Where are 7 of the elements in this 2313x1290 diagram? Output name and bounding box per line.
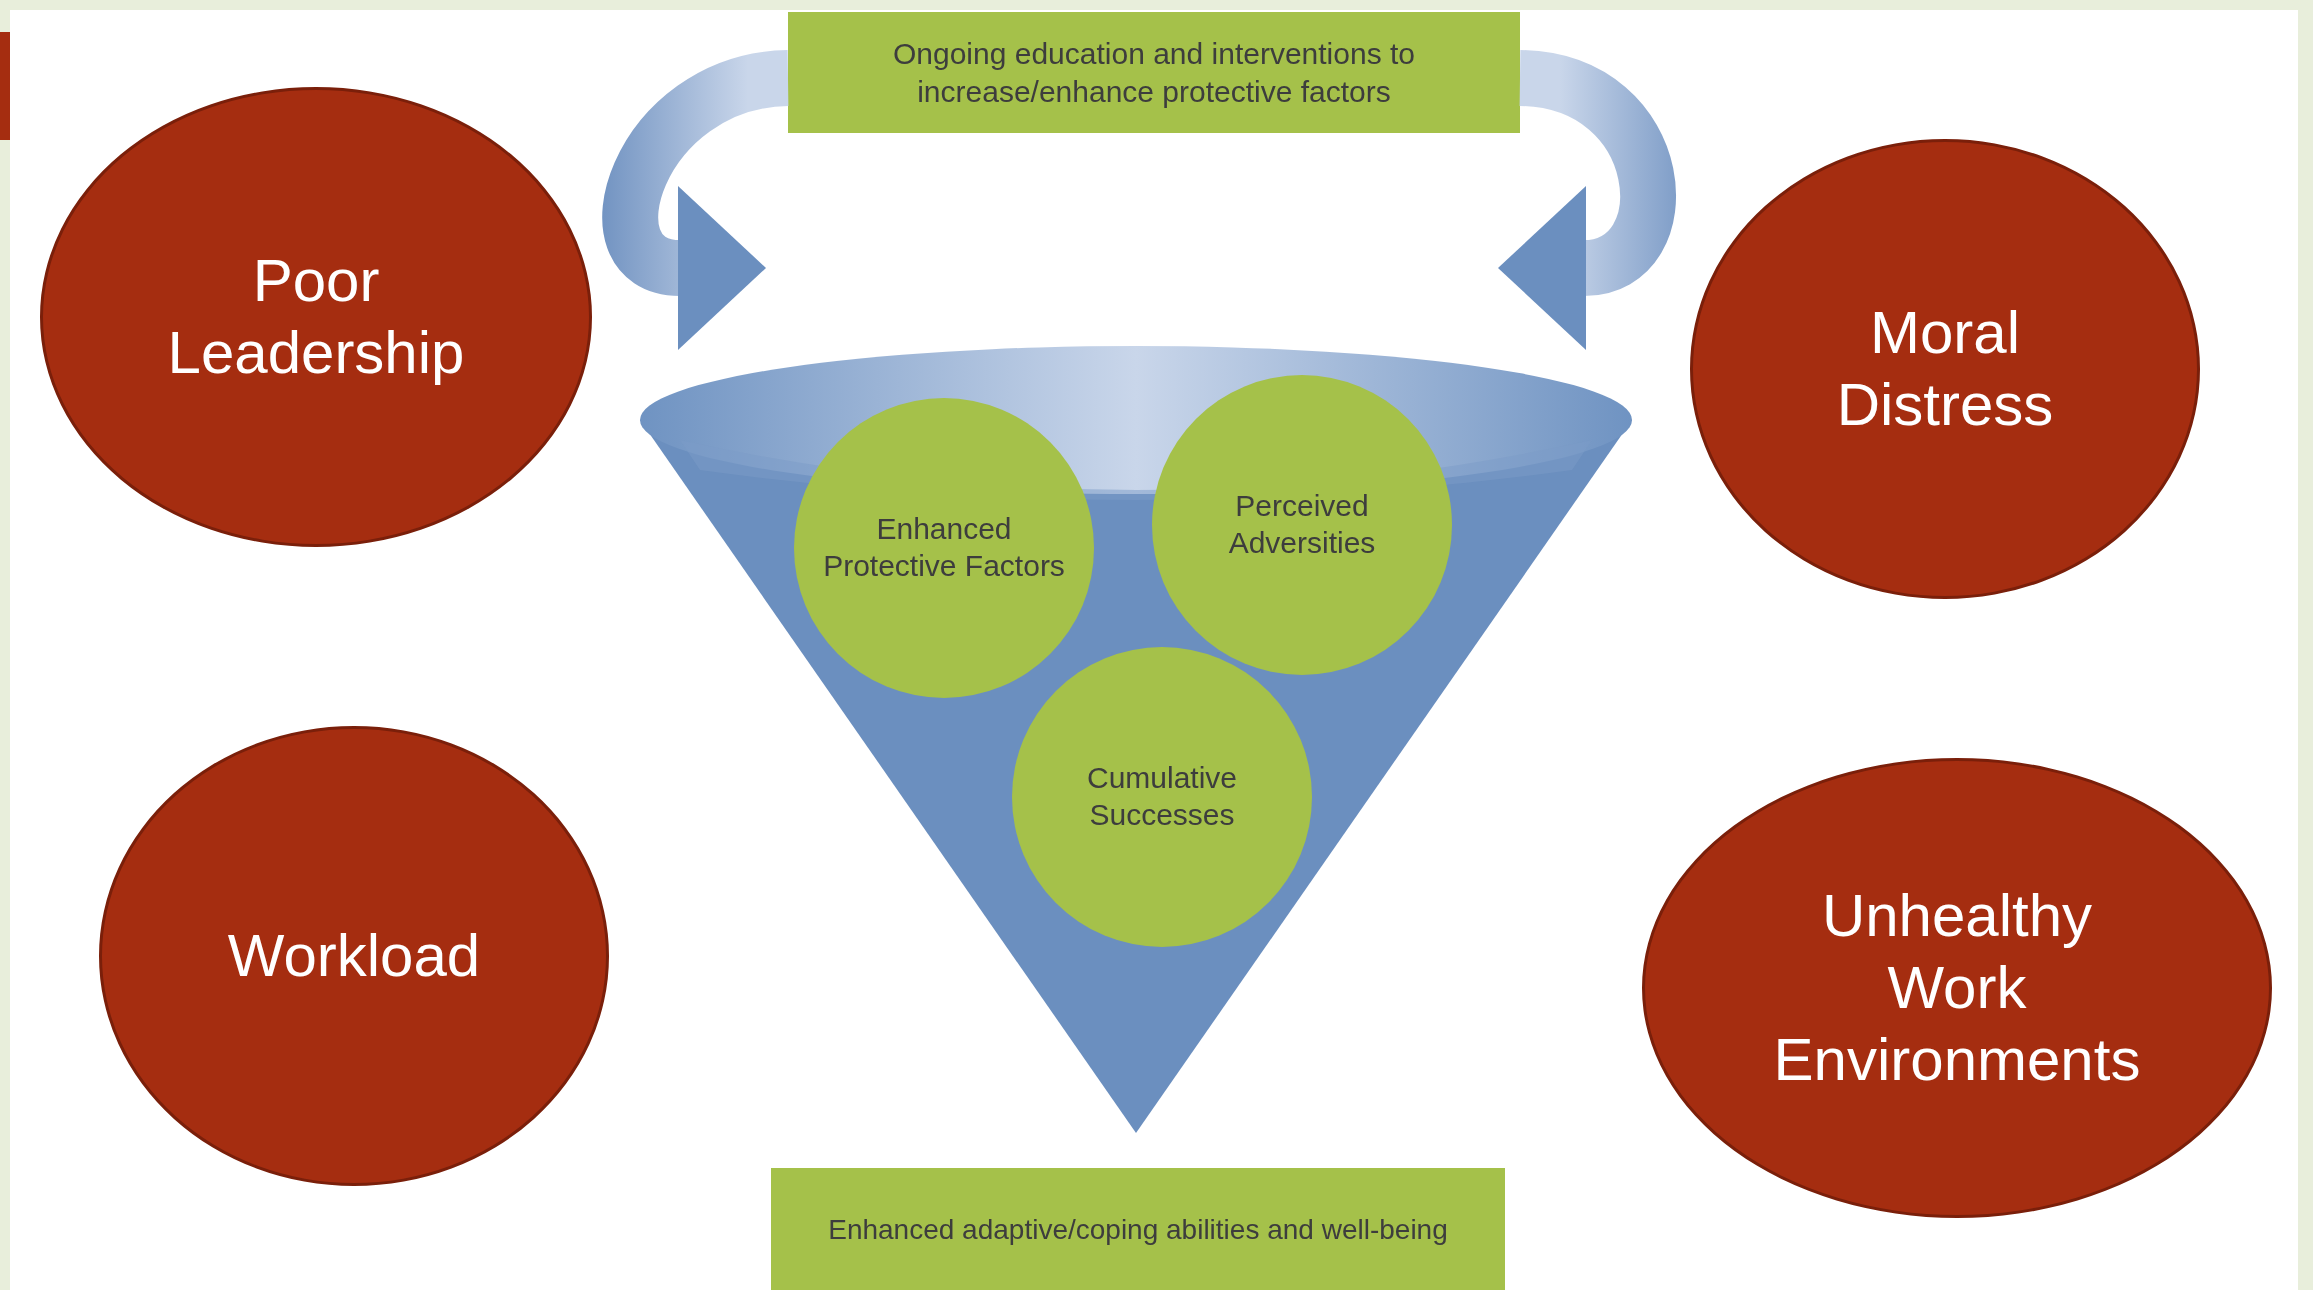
- curved-arrow: [1499, 50, 1676, 349]
- text-banner: Enhanced adaptive/coping abilities and well-being: [771, 1168, 1505, 1290]
- factor-ellipse: Moral Distress: [1690, 139, 2200, 599]
- text-banner: Ongoing education and interventions to increase/enhance protective factors: [788, 12, 1520, 133]
- factor-ellipse: Poor Leadership: [40, 87, 592, 547]
- factor-ellipse: Unhealthy Work Environments: [1642, 758, 2272, 1218]
- factor-ellipse: Workload: [99, 726, 609, 1186]
